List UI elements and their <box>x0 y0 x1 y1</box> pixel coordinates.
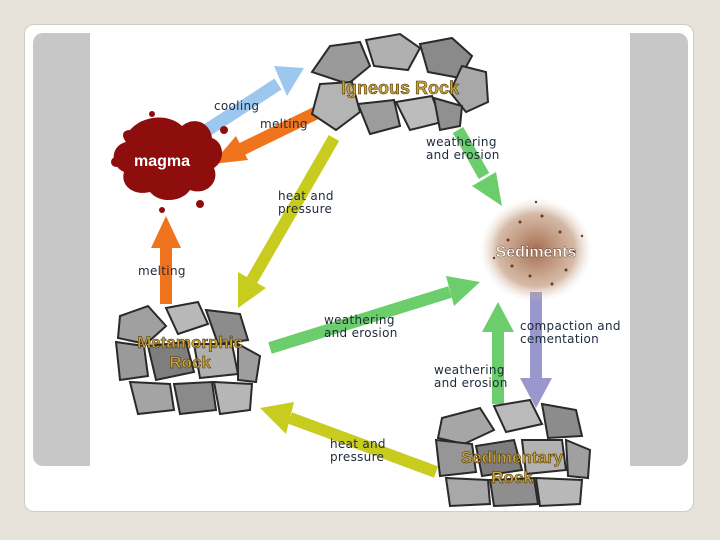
label-melting-left: melting <box>138 264 186 278</box>
sediments-node: Sediments <box>480 198 592 302</box>
arrow-melting-left <box>151 216 181 304</box>
sedimentary-rock-node: Sedimentary Rock <box>434 398 592 508</box>
label-weathering-bottom-2: and erosion <box>434 376 508 390</box>
label-heat-bottom-2: pressure <box>330 450 384 464</box>
sedimentary-title-line1: Sedimentary <box>461 448 564 467</box>
label-compaction-1: compaction and <box>520 319 621 333</box>
sedimentary-title-line2: Rock <box>491 468 533 487</box>
label-heat-top-1: heat and <box>278 189 334 203</box>
sediment-speckle <box>492 200 584 286</box>
igneous-rock-node: Igneous Rock <box>310 32 490 136</box>
label-weathering-mid-1: weathering <box>324 313 395 327</box>
arrow-compaction <box>520 292 552 408</box>
arrow-cooling <box>194 66 304 142</box>
label-weathering-bottom-1: weathering <box>434 363 505 377</box>
label-melting-top: melting <box>260 117 308 131</box>
arrow-heat-pressure-bottom <box>260 402 439 478</box>
arrow-heat-pressure-top <box>238 134 340 308</box>
rock-cycle-diagram: Igneous Rock magma Sediments <box>90 26 630 510</box>
igneous-rock-title: Igneous Rock <box>341 78 460 98</box>
arrow-weathering-top <box>452 127 502 206</box>
metamorphic-title-line2: Rock <box>169 353 211 372</box>
magma-title: magma <box>134 153 190 170</box>
label-weathering-top-1: weathering <box>426 135 497 149</box>
label-weathering-mid-2: and erosion <box>324 326 398 340</box>
label-weathering-top-2: and erosion <box>426 148 500 162</box>
label-heat-bottom-1: heat and <box>330 437 386 451</box>
metamorphic-title-line1: Metamorphic <box>137 333 243 352</box>
sediments-title: Sediments <box>496 244 577 261</box>
arrow-weathering-mid <box>268 276 480 354</box>
label-compaction-2: cementation <box>520 332 599 346</box>
arrow-weathering-bottom <box>482 302 514 404</box>
label-heat-top-2: pressure <box>278 202 332 216</box>
magma-node: magma <box>111 111 228 213</box>
label-cooling: cooling <box>214 99 259 113</box>
metamorphic-rock-node: Metamorphic Rock <box>114 300 262 416</box>
